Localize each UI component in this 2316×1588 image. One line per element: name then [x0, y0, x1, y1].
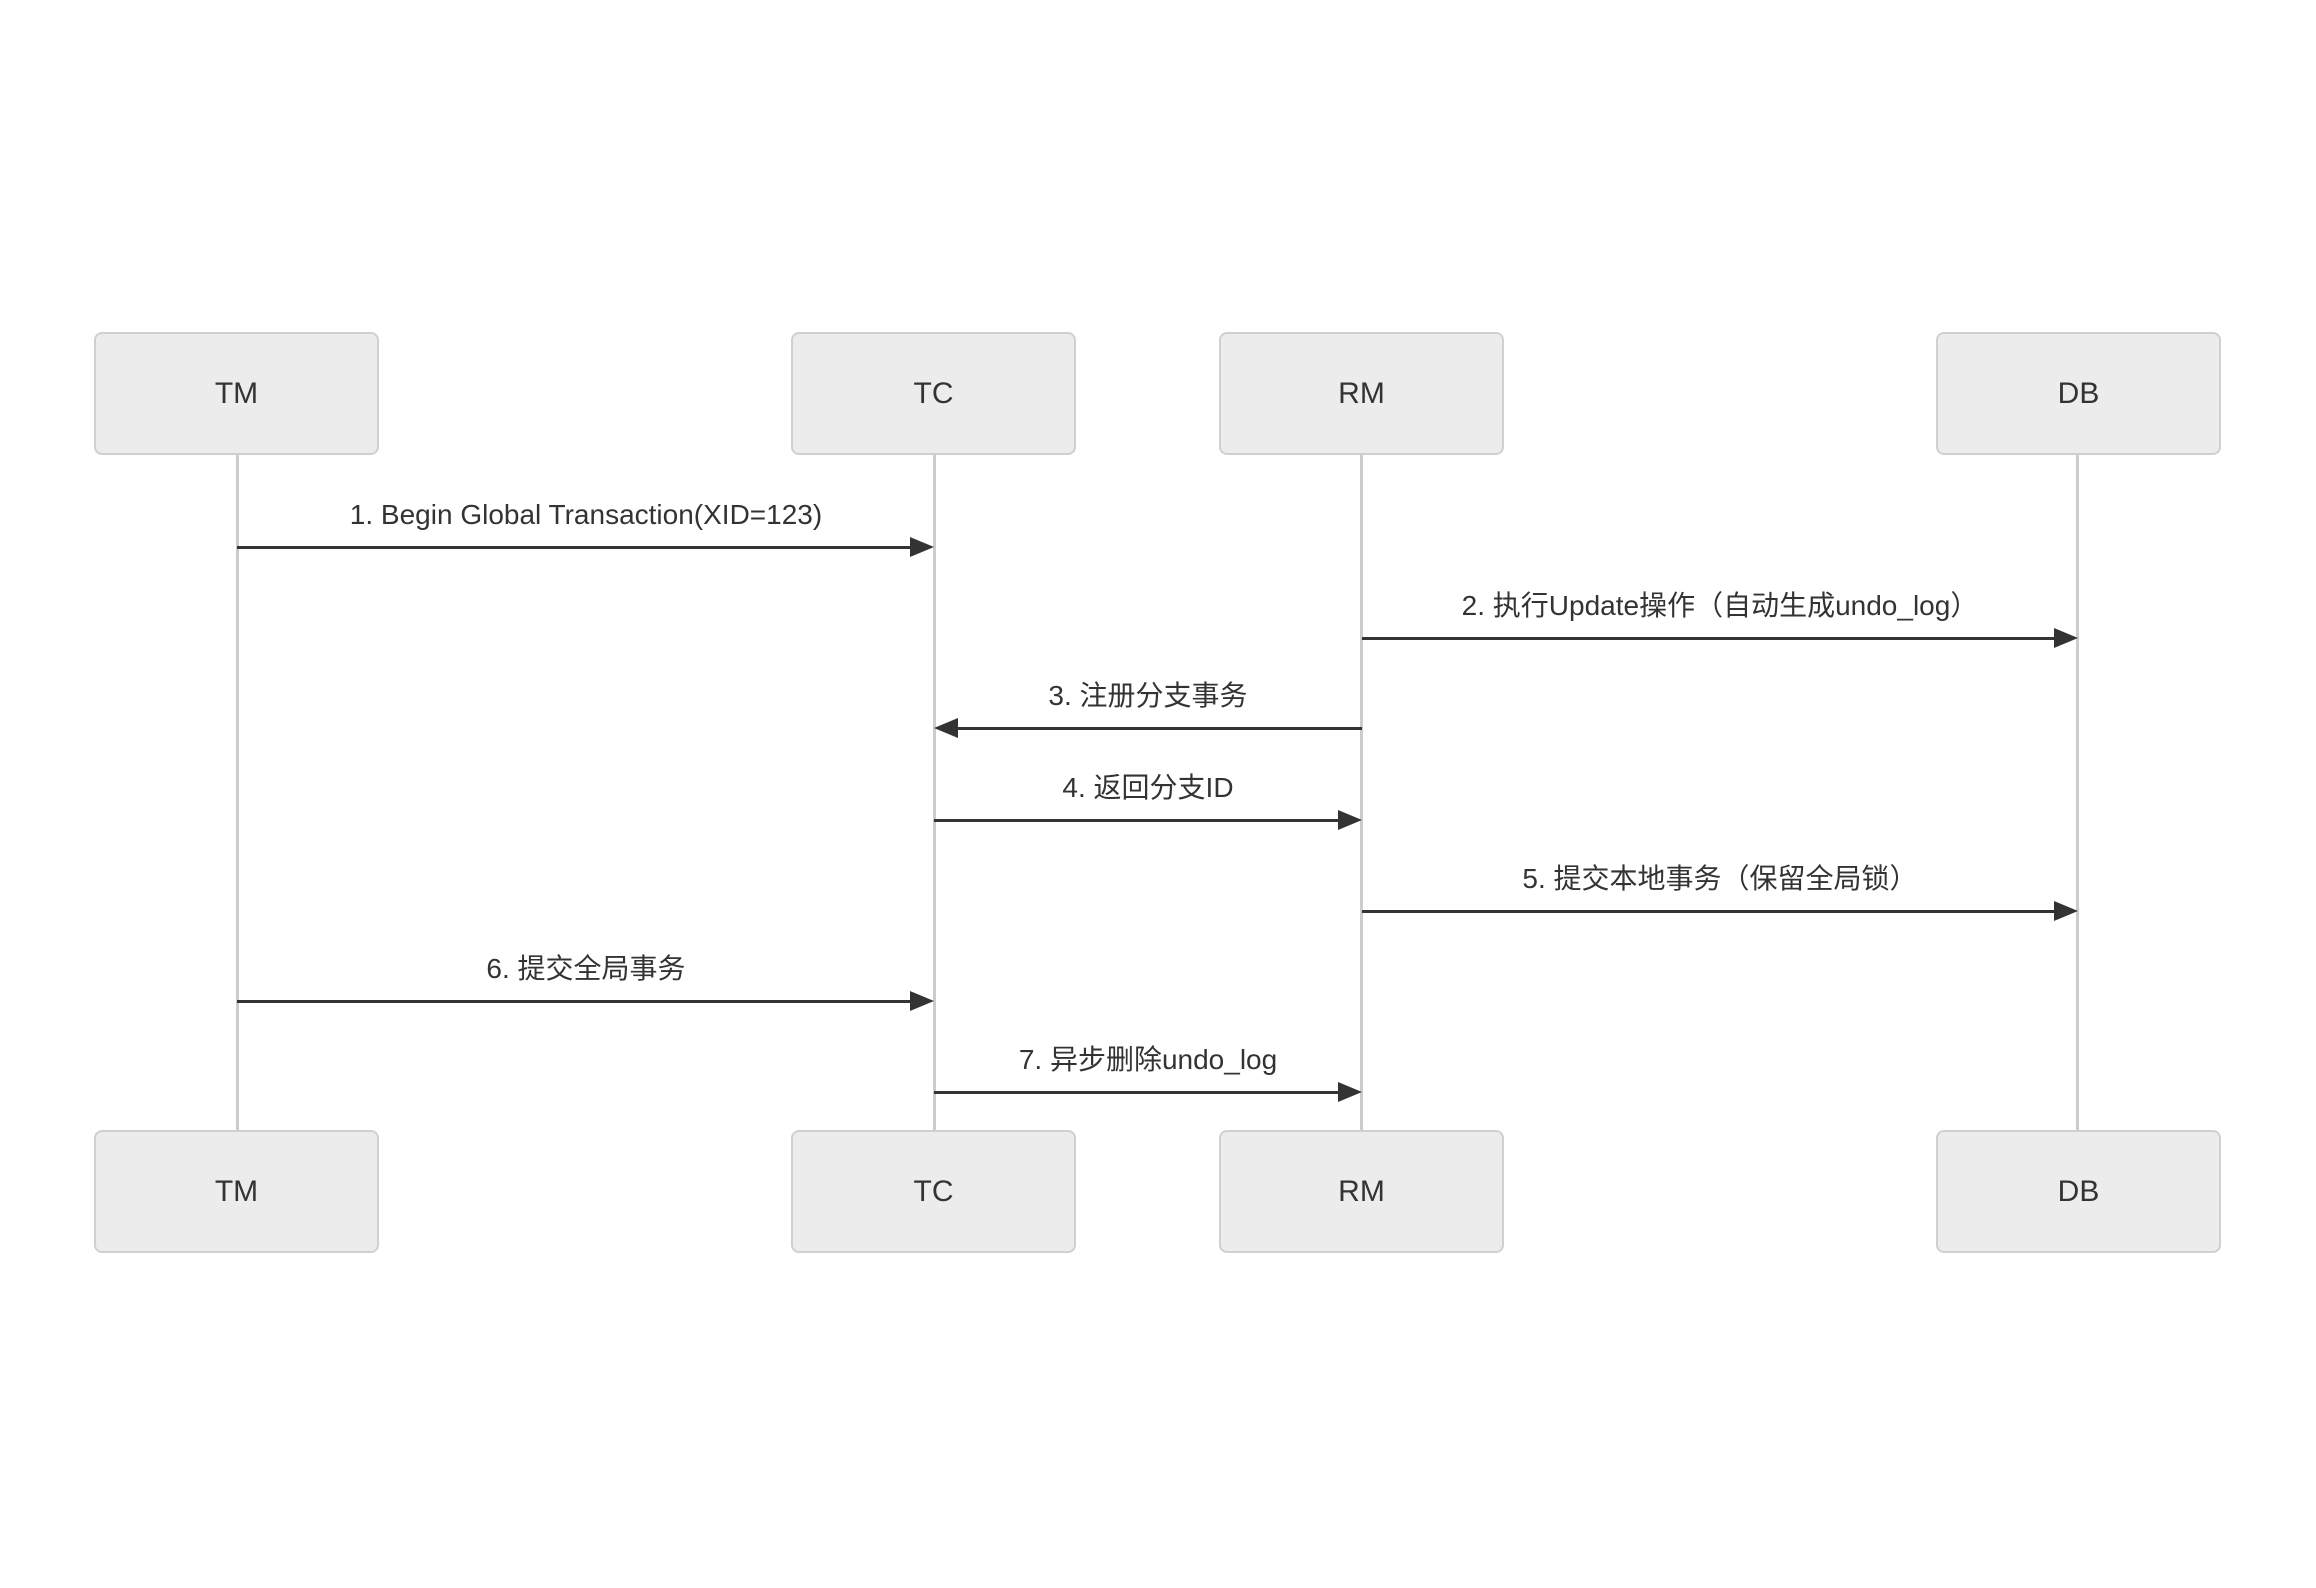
actor-tc-top-label: TC — [913, 376, 954, 410]
lifeline-db — [2076, 455, 2079, 1130]
actor-rm-top-label: RM — [1338, 376, 1385, 410]
message-6-line — [237, 1000, 911, 1003]
lifeline-rm — [1360, 455, 1363, 1130]
actor-tm-top-label: TM — [214, 376, 259, 410]
actor-db-top-label: DB — [2057, 376, 2100, 410]
actor-rm-top: RM — [1219, 332, 1504, 455]
message-6-arrowhead-icon — [910, 991, 934, 1011]
lifeline-tm — [236, 455, 239, 1130]
message-7-arrowhead-icon — [1338, 1082, 1362, 1102]
message-3-line — [957, 727, 1362, 730]
message-5-line — [1362, 910, 2055, 913]
message-4-line — [934, 819, 1339, 822]
message-3-label: 3. 注册分支事务 — [1048, 680, 1248, 711]
message-7-label: 7. 异步删除undo_log — [1018, 1044, 1278, 1075]
actor-tm-bottom: TM — [94, 1130, 379, 1253]
message-1-label: 1. Begin Global Transaction(XID=123) — [349, 499, 823, 530]
message-2-line — [1362, 637, 2055, 640]
message-1-arrowhead-icon — [910, 537, 934, 557]
actor-tm-top: TM — [94, 332, 379, 455]
message-4-arrowhead-icon — [1338, 810, 1362, 830]
message-7-line — [934, 1091, 1339, 1094]
actor-db-bottom: DB — [1936, 1130, 2221, 1253]
actor-rm-bottom-label: RM — [1338, 1174, 1385, 1208]
actor-tc-bottom-label: TC — [913, 1174, 954, 1208]
message-5-label: 5. 提交本地事务（保留全局锁） — [1522, 863, 1918, 894]
message-6-label: 6. 提交全局事务 — [486, 953, 686, 984]
message-1-line — [237, 546, 911, 549]
message-5-arrowhead-icon — [2054, 901, 2078, 921]
message-3-arrowhead-icon — [934, 718, 958, 738]
actor-tm-bottom-label: TM — [214, 1174, 259, 1208]
actor-tc-bottom: TC — [791, 1130, 1076, 1253]
actor-db-bottom-label: DB — [2057, 1174, 2100, 1208]
message-4-label: 4. 返回分支ID — [1062, 772, 1234, 803]
actor-tc-top: TC — [791, 332, 1076, 455]
lifeline-tc — [933, 455, 936, 1130]
message-2-arrowhead-icon — [2054, 628, 2078, 648]
actor-rm-bottom: RM — [1219, 1130, 1504, 1253]
actor-db-top: DB — [1936, 332, 2221, 455]
message-2-label: 2. 执行Update操作（自动生成undo_log） — [1461, 590, 1979, 621]
